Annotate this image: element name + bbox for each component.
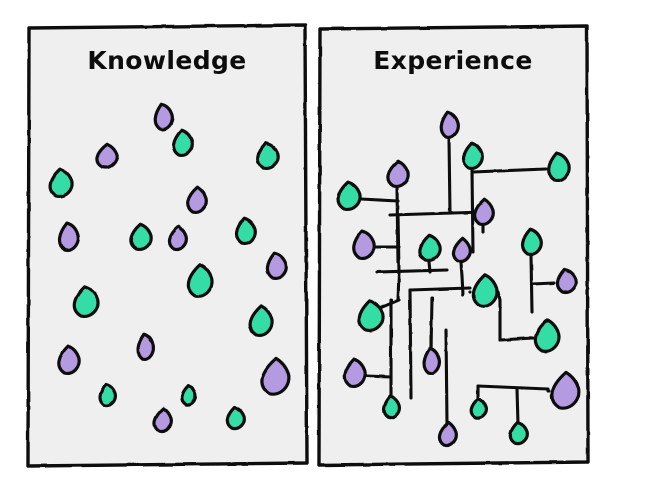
link-n16-horizontal: [365, 374, 393, 379]
link-n8-stem: [427, 260, 432, 274]
knowledge-node-purple-dot: [57, 344, 81, 376]
link-mid-bus: [375, 268, 449, 274]
experience-node-teal-dot: [508, 420, 529, 446]
experience-node-purple-dot: [352, 229, 376, 261]
link-n20-stem: [444, 328, 449, 426]
knowledge-node-purple-dot: [167, 224, 188, 252]
experience-node-purple-dot: [437, 420, 458, 448]
knowledge-node-teal-dot: [48, 167, 74, 199]
experience-panel-frame: [317, 24, 590, 467]
knowledge-node-purple-dot: [186, 185, 208, 214]
experience-node-purple-dot: [422, 346, 441, 375]
experience-node-teal-dot: [533, 318, 561, 353]
knowledge-node-teal-dot: [72, 285, 100, 318]
experience-node-purple-dot: [343, 357, 367, 389]
experience-link-group: [359, 137, 556, 426]
knowledge-node-teal-dot: [186, 263, 214, 298]
link-left-long-descent: [396, 270, 401, 302]
experience-node-purple-dot: [473, 197, 495, 226]
experience-node-purple-dot: [451, 236, 472, 264]
link-n1-stem: [447, 137, 452, 215]
link-trunk-a: [408, 288, 413, 400]
knowledge-node-purple-dot: [260, 356, 291, 396]
experience-node-teal-dot: [336, 180, 362, 212]
experience-node-teal-dot: [547, 151, 571, 183]
link-upper-bus: [388, 210, 486, 217]
knowledge-node-purple-dot: [265, 251, 288, 280]
experience-node-teal-dot: [461, 141, 484, 170]
knowledge-node-teal-dot: [129, 222, 153, 252]
experience-node-teal-dot: [521, 227, 543, 256]
link-n9-stem: [459, 261, 464, 278]
knowledge-node-teal-dot: [235, 216, 257, 245]
knowledge-node-teal-dot: [256, 141, 280, 171]
experience-node-purple-dot: [439, 110, 460, 139]
link-n21-stem: [515, 387, 520, 426]
link-second-bus: [408, 286, 472, 292]
link-n14-bus: [498, 336, 535, 342]
experience-node-teal-dot: [469, 397, 488, 420]
link-left-descent: [396, 213, 401, 274]
link-n4-to-n2: [471, 167, 548, 174]
link-bottom-bus: [476, 384, 550, 391]
knowledge-node-purple-dot: [153, 102, 174, 131]
link-n9-down: [460, 274, 465, 297]
link-n5-to-n3: [359, 197, 400, 203]
knowledge-node-teal-dot: [98, 382, 117, 408]
link-n12-to-n10: [530, 281, 556, 286]
knowledge-node-teal-dot: [248, 304, 274, 337]
experience-node-purple-dot: [550, 370, 581, 410]
knowledge-node-teal-dot: [172, 128, 194, 157]
knowledge-node-purple-dot: [136, 332, 155, 361]
experience-node-purple-dot: [386, 159, 410, 189]
knowledge-panel-frame: [26, 23, 309, 468]
experience-node-teal-dot: [357, 299, 385, 332]
knowledge-node-purple-dot: [95, 142, 119, 170]
experience-node-teal-dot: [418, 233, 442, 263]
experience-node-group: [336, 110, 581, 448]
knowledge-node-purple-dot: [58, 221, 80, 253]
knowledge-node-teal-dot: [180, 384, 198, 407]
knowledge-node-purple-dot: [152, 406, 173, 434]
experience-node-purple-dot: [555, 267, 578, 295]
experience-panel-title: Experience: [373, 46, 533, 75]
knowledge-panel-title: Knowledge: [87, 46, 247, 75]
experience-node-teal-dot: [471, 273, 499, 308]
knowledge-node-teal-dot: [225, 405, 246, 431]
knowledge-node-group: [48, 102, 291, 434]
experience-node-teal-dot: [382, 394, 401, 420]
